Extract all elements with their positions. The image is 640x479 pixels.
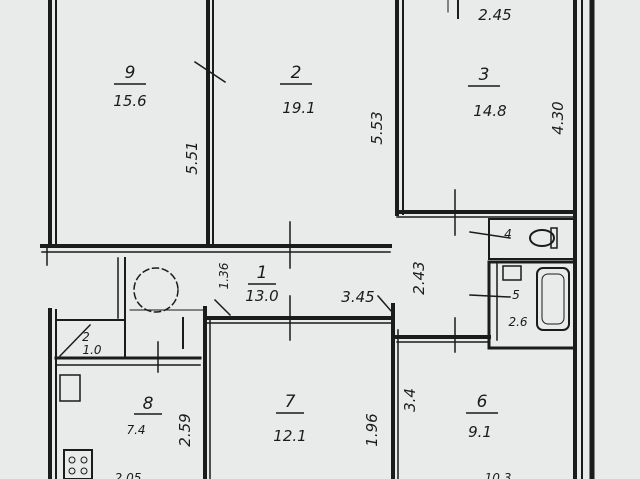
room-9-number: 9 xyxy=(125,63,136,83)
dim-room2-height: 5.53 xyxy=(368,111,386,144)
room-3-area: 14.8 xyxy=(473,102,506,120)
room-7-area: 12.1 xyxy=(273,427,306,445)
room-2b-area: 1.0 xyxy=(82,343,101,357)
room-labels: 9 15.6 2 19.1 3 14.8 1 13.0 5 2.6 4 2 1.… xyxy=(82,63,528,445)
room-7-number: 7 xyxy=(285,392,296,412)
dim-top: 2.45 xyxy=(478,6,511,24)
dim-room6-height: 3.4 xyxy=(401,388,419,412)
walls xyxy=(40,0,595,479)
room-9-area: 15.6 xyxy=(113,92,146,110)
room-5-area: 2.6 xyxy=(508,315,527,329)
room-8-number: 8 xyxy=(143,394,154,414)
dim-bottom-left: 2.05 xyxy=(115,471,142,479)
room-2-area: 19.1 xyxy=(282,99,315,117)
dim-room3-height: 4.30 xyxy=(549,101,567,134)
room-6-area: 9.1 xyxy=(468,423,492,441)
room-1-area: 13.0 xyxy=(245,287,278,305)
room-6-number: 6 xyxy=(477,392,488,412)
dim-bottom-right: 10.3 xyxy=(485,471,512,479)
room-2-number: 2 xyxy=(291,63,302,83)
room-1-number: 1 xyxy=(257,263,268,283)
room-5-number: 5 xyxy=(512,288,520,302)
dim-room8-height: 2.59 xyxy=(176,413,194,446)
dim-room7-height: 1.96 xyxy=(363,413,381,446)
dim-hall-right: 2.43 xyxy=(410,261,428,294)
room-4-number: 4 xyxy=(504,227,512,241)
dim-hall-left: 1.36 xyxy=(217,262,231,289)
room-3-number: 3 xyxy=(479,65,490,85)
dimension-labels: 2.45 5.51 5.53 4.30 3.45 1.36 2.43 2.59 … xyxy=(115,6,567,479)
room-2b-number: 2 xyxy=(82,330,90,344)
room-8-area: 7.4 xyxy=(126,423,145,437)
dim-hall-width: 3.45 xyxy=(341,288,374,306)
dim-room9-height: 5.51 xyxy=(183,141,201,174)
